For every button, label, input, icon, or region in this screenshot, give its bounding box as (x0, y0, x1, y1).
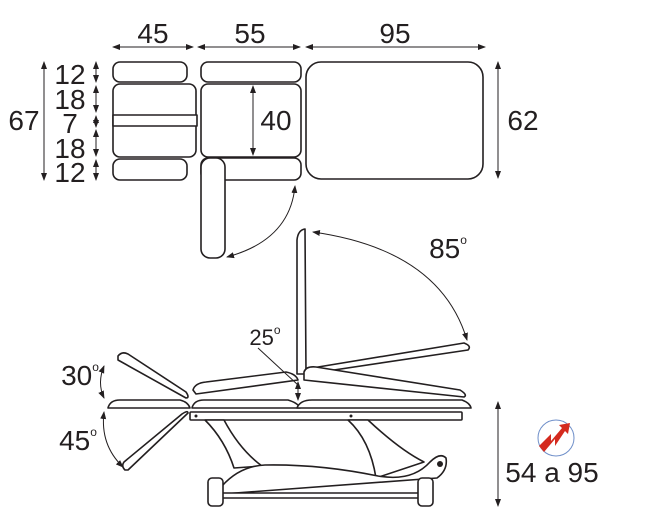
backrest-raised (296, 228, 307, 375)
segment-label: 7 (62, 108, 78, 139)
angle-label-head-up: 30o (61, 360, 99, 391)
armrest (200, 157, 226, 259)
leg-section: 62 (305, 61, 539, 180)
angle-label-backrest: 85o (429, 233, 467, 264)
top-view: 45 55 95 67 12 18 7 18 12 (8, 18, 539, 259)
angle-label-head-down: 45o (59, 425, 97, 456)
segment-label: 12 (54, 157, 85, 188)
segment-label: 18 (54, 84, 85, 115)
segment-label: 12 (54, 59, 85, 90)
leg-height-label: 62 (507, 105, 538, 136)
total-height-label: 67 (8, 105, 39, 136)
segment-labels: 12 18 7 18 12 (54, 59, 85, 188)
head-section (112, 61, 198, 181)
middle-center-label: 40 (260, 105, 291, 136)
middle-section: 40 (200, 61, 302, 259)
width-label-middle: 55 (234, 18, 265, 49)
electric-motor-icon (537, 419, 575, 457)
angle-label-tilt: 25o (249, 323, 280, 350)
segment-label: 18 (54, 133, 85, 164)
height-range-label: 54 a 95 (505, 457, 598, 488)
width-label-leg: 95 (379, 18, 410, 49)
armrest-rotation-arc (226, 185, 298, 259)
side-view: 85o 25o 30o 45o 54 a 95 (59, 228, 599, 507)
width-label-head: 45 (137, 18, 168, 49)
